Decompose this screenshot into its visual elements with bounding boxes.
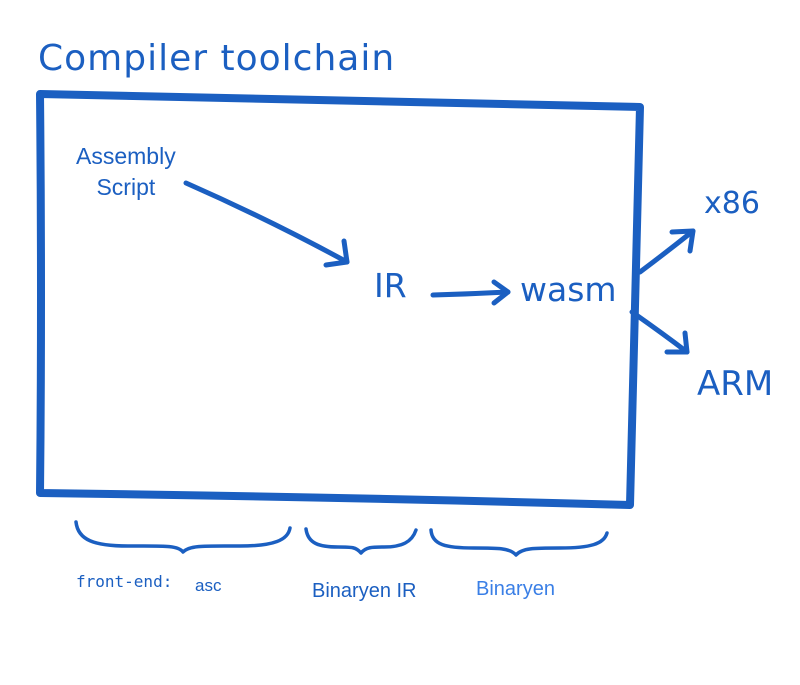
arrow-source-to-ir bbox=[183, 180, 350, 268]
node-assemblyscript: Assembly Script bbox=[76, 141, 176, 203]
diagram-title: Compiler toolchain bbox=[38, 38, 396, 79]
stage-front-end-label: front-end: bbox=[76, 572, 173, 591]
toolchain-box bbox=[36, 90, 644, 509]
node-x86: x86 bbox=[704, 186, 760, 221]
arrow-wasm-to-arm bbox=[629, 309, 690, 355]
node-assemblyscript-line1: Assembly bbox=[76, 143, 176, 169]
brace-binaryen bbox=[429, 528, 609, 557]
arrow-ir-to-wasm bbox=[430, 279, 511, 306]
brace-binaryen-ir bbox=[304, 527, 418, 555]
node-assemblyscript-line2: Script bbox=[96, 174, 156, 200]
node-ir: IR bbox=[374, 266, 407, 305]
stage-binaryen: Binaryen bbox=[476, 578, 555, 600]
brace-front-end bbox=[74, 520, 292, 554]
node-arm: ARM bbox=[697, 364, 774, 404]
node-wasm: wasm bbox=[520, 270, 617, 309]
stage-front-end-tool: asc bbox=[195, 576, 222, 595]
arrow-wasm-to-x86 bbox=[637, 228, 696, 275]
stage-binaryen-ir: Binaryen IR bbox=[312, 580, 417, 602]
